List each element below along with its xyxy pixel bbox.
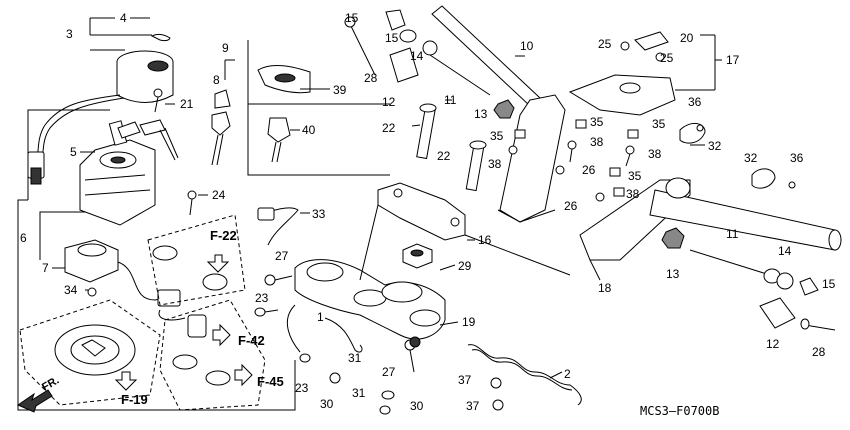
handle-bracket <box>359 182 571 281</box>
callout-9: 9 <box>222 41 229 55</box>
callout-30b: 30 <box>410 399 424 413</box>
fr-arrow <box>16 389 53 413</box>
callout-21: 21 <box>180 97 194 111</box>
pivot-bolts <box>416 103 487 192</box>
f42-f45-box <box>114 299 266 411</box>
ignition-cover <box>116 33 174 103</box>
callout-6: 6 <box>20 231 27 245</box>
small-bolts <box>87 88 197 297</box>
callout-28-lower: 28 <box>812 345 826 359</box>
callout-38b: 38 <box>590 135 604 149</box>
callout-14-upper: 14 <box>410 49 424 63</box>
ignition-group-frame <box>17 109 296 411</box>
callout-18: 18 <box>598 281 612 295</box>
bar-end-weight-upper <box>344 9 491 96</box>
callout-7: 7 <box>42 261 49 275</box>
callout-35b: 35 <box>590 115 604 129</box>
callout-36b: 36 <box>790 151 804 165</box>
callout-26a: 26 <box>582 163 596 177</box>
callout-28-upper: 28 <box>364 71 378 85</box>
callout-15-lower: 15 <box>822 277 836 291</box>
stem-nut <box>402 243 433 269</box>
ref-f45: F-45 <box>257 374 284 389</box>
callout-23b: 23 <box>295 381 309 395</box>
lower-bolts <box>254 274 504 415</box>
callout-29: 29 <box>458 259 472 273</box>
callout-38c: 38 <box>648 147 662 161</box>
callout-13-upper: 13 <box>474 107 488 121</box>
callout-3: 3 <box>66 27 73 41</box>
callout-19: 19 <box>462 315 476 329</box>
callout-22a: 22 <box>382 121 396 135</box>
callout-4: 4 <box>120 11 127 25</box>
callout-36a: 36 <box>688 95 702 109</box>
callout-33: 33 <box>312 207 326 221</box>
brake-hose <box>286 304 363 353</box>
diagram-code: MCS3—F0700B <box>640 404 720 418</box>
callout-10: 10 <box>520 39 534 53</box>
callout-2: 2 <box>564 367 571 381</box>
callout-20: 20 <box>680 31 694 45</box>
right-small-bolts <box>508 119 639 202</box>
key-fob <box>214 65 311 109</box>
callout-24: 24 <box>212 188 226 202</box>
callout-5: 5 <box>70 145 77 159</box>
callout-34: 34 <box>64 283 78 297</box>
callout-25a: 25 <box>598 37 612 51</box>
f22-box <box>147 214 246 306</box>
callout-40: 40 <box>302 123 316 137</box>
callout-22b: 22 <box>437 149 451 163</box>
ref-f19: F-19 <box>121 392 148 407</box>
leader-lines <box>52 17 722 379</box>
clamps <box>679 123 796 189</box>
callout-35d: 35 <box>628 169 642 183</box>
callout-27b: 27 <box>382 365 396 379</box>
callout-8: 8 <box>213 73 220 87</box>
callout-31b: 31 <box>352 386 366 400</box>
bar-end-weight-lower <box>661 227 836 331</box>
harness-wire <box>27 94 125 185</box>
callout-39: 39 <box>333 83 347 97</box>
callout-13-lower: 13 <box>666 267 680 281</box>
callout-38d: 38 <box>626 187 640 201</box>
callout-32a: 32 <box>708 139 722 153</box>
ignition-switch <box>79 120 156 226</box>
cable-guide <box>467 344 582 406</box>
callout-26b: 26 <box>564 199 578 213</box>
callout-14-lower: 14 <box>778 244 792 258</box>
callout-27: 27 <box>275 249 289 263</box>
callout-35a: 35 <box>490 129 504 143</box>
callout-38a: 38 <box>488 157 502 171</box>
right-handlebar <box>579 177 842 261</box>
lower-switch <box>64 239 186 321</box>
callout-15-upper: 15 <box>345 11 359 25</box>
collar-upper <box>493 99 515 119</box>
key-group-frame <box>247 40 390 176</box>
callout-32b: 32 <box>744 151 758 165</box>
gasket-box <box>19 299 161 406</box>
keys <box>117 111 291 166</box>
callout-16: 16 <box>478 233 492 247</box>
top-bridge <box>294 259 446 348</box>
ref-f22: F-22 <box>210 228 237 243</box>
callout-30a: 30 <box>320 397 334 411</box>
callout-1: 1 <box>317 310 324 324</box>
callout-31a: 31 <box>348 351 362 365</box>
callout-11-lower: 11 <box>726 227 739 241</box>
mounting-plate <box>568 31 676 116</box>
callout-11-upper: 11 <box>444 93 457 107</box>
callout-17: 17 <box>726 53 740 67</box>
callout-12-lower: 12 <box>766 337 780 351</box>
callout-23a: 23 <box>255 291 269 305</box>
callout-12-upper: 12 <box>382 95 396 109</box>
cable-clip <box>257 207 299 246</box>
ref-f42: F-42 <box>238 333 265 348</box>
callout-15: 15 <box>385 31 399 45</box>
callout-35c: 35 <box>652 117 666 131</box>
callout-37a: 37 <box>458 373 472 387</box>
callout-37b: 37 <box>466 399 480 413</box>
callout-25b: 25 <box>660 51 674 65</box>
